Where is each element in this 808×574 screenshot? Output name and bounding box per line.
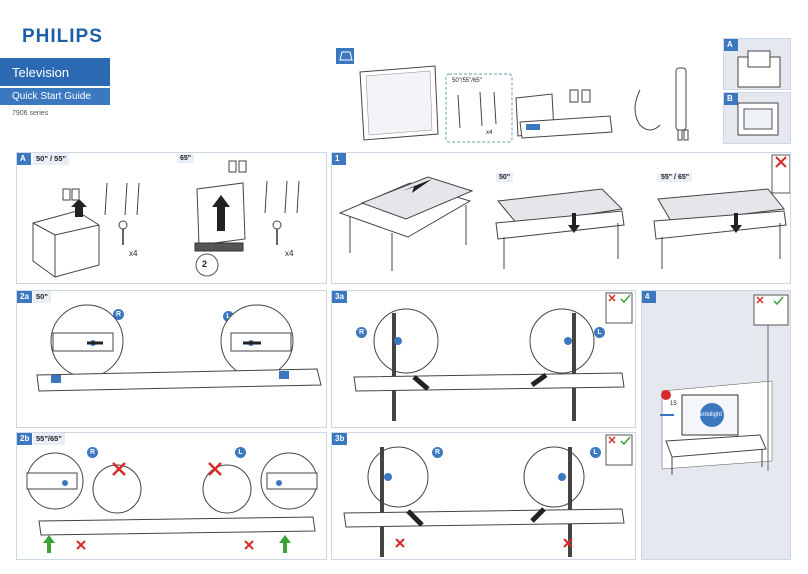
check-icon <box>620 294 631 304</box>
option-a-tag: A <box>724 39 738 51</box>
series-label: 7906 series <box>12 110 49 117</box>
lay-arrow <box>402 179 432 193</box>
panel-3b-drawing <box>343 434 633 557</box>
panel-1: 1 50" 55" / 65" <box>331 152 791 284</box>
panel-a-drawing <box>32 160 300 278</box>
panel-4-tag: 4 <box>642 291 656 303</box>
panel-2a-size-label: 50" <box>33 291 51 303</box>
stand-sizes-label: 50"/55"/65" <box>452 78 482 84</box>
panel-2a-drawing <box>36 304 322 392</box>
panel-1-tag: 1 <box>332 153 346 165</box>
panel-3a-left-marker: L <box>594 327 605 338</box>
panel-a65-screw-count: x4 <box>285 249 294 258</box>
up-arrow-left <box>279 535 291 553</box>
panel-2b-left-marker: L <box>235 447 246 458</box>
box-drawing <box>32 210 100 278</box>
product-title: Television <box>0 58 110 86</box>
panel-3b-left-marker: L <box>590 447 601 458</box>
warning-icon <box>661 390 671 400</box>
panel-1-drawing <box>338 154 790 271</box>
panel-2b-drawing <box>26 452 318 553</box>
panel-a: A 50" / 55" 65" x4 x4 2 <box>16 152 327 284</box>
panel-2b-tag: 2b <box>17 433 33 445</box>
ambilight-logo: ambilight <box>698 412 723 418</box>
contents-illustration: 50"/55"/65" x4 <box>330 40 730 150</box>
tv-facedown-50 <box>497 188 624 226</box>
box-contents-drawing <box>336 48 689 143</box>
panel-3b-tag: 3b <box>332 433 348 445</box>
power-cable-drawing <box>634 89 661 131</box>
panel-1-55-65-label: 55" / 65" <box>658 173 693 182</box>
header-screw-count: x4 <box>486 130 493 136</box>
philips-logo: PHILIPS <box>22 26 103 47</box>
option-b-panel: B <box>723 92 791 144</box>
panel-a-size-label: 50" / 55" <box>33 153 70 165</box>
option-b-tag: B <box>724 93 738 105</box>
lift-arrow-65 <box>212 195 230 231</box>
panel-2a-tag: 2a <box>17 291 32 303</box>
brand-block: PHILIPS Television Quick Start Guide 790… <box>0 0 111 117</box>
panel-3a-right-marker: R <box>356 327 367 338</box>
panel-a-tag: A <box>17 153 31 165</box>
panel-2a-left-marker: L <box>223 311 234 322</box>
tv-facedown-55-65 <box>657 188 785 224</box>
tv-bottom-edge <box>36 368 322 392</box>
panel-1-50-label: 50" <box>496 173 514 182</box>
panel-2a-right-marker: R <box>113 309 124 320</box>
cross-icon <box>775 156 787 168</box>
lift-arrow <box>71 199 87 217</box>
panel-4-drawing <box>660 294 789 475</box>
stand-box-outline <box>445 73 513 143</box>
packaging-drawing <box>519 115 613 139</box>
panel-a65-size-label: 65" <box>177 154 195 163</box>
panel-a65-step: 2 <box>202 259 208 269</box>
panel-2b: 2b 55"/65" R L <box>16 432 327 560</box>
panel-3a-tag: 3a <box>332 291 347 303</box>
up-arrow-right <box>43 535 55 553</box>
option-a-panel: A <box>723 38 791 90</box>
panel-2a: 2a 50" R L <box>16 290 327 428</box>
remote-drawing <box>675 67 687 131</box>
guide-title: Quick Start Guide <box>0 88 110 105</box>
panel-3b: 3b R L <box>331 432 636 560</box>
panel-4: 4 15 ambilight <box>641 290 791 560</box>
panel-3b-right-marker: R <box>432 447 443 458</box>
panel-2b-right-marker: R <box>87 447 98 458</box>
panel-a-screw-count: x4 <box>129 249 138 258</box>
panel-3a-drawing <box>353 292 633 421</box>
panel-2b-size-label: 55"/65" <box>33 433 65 445</box>
soft-cloth <box>360 176 474 220</box>
panel-3a: 3a R L <box>331 290 636 428</box>
wall-distance: 15 <box>670 401 677 407</box>
